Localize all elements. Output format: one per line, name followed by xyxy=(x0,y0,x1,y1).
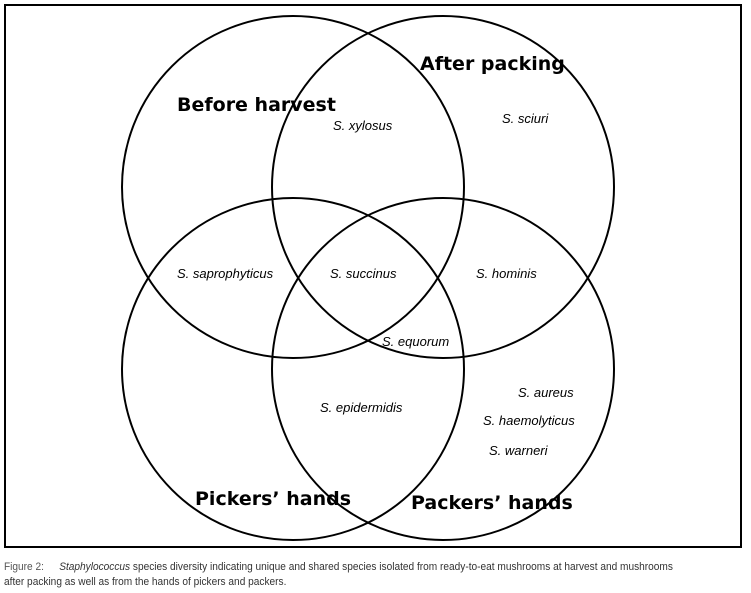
caption-text: species diversity indicating unique and … xyxy=(4,561,673,588)
species-s-equorum: S. equorum xyxy=(382,334,449,349)
species-s-epidermidis: S. epidermidis xyxy=(320,400,403,415)
set-label-before-harvest: Before harvest xyxy=(177,94,336,116)
set-label-packers-hands: Packers’ hands xyxy=(411,492,573,514)
circle-packers-hands xyxy=(271,197,615,541)
set-label-pickers-hands: Pickers’ hands xyxy=(195,488,351,510)
species-s-sciuri: S. sciuri xyxy=(502,111,549,126)
circle-after-packing xyxy=(271,15,615,359)
species-s-aureus: S. aureus xyxy=(518,385,574,400)
figure-frame xyxy=(4,4,742,548)
caption-genus: Staphylococcus xyxy=(59,561,131,573)
caption-label: Figure 2: xyxy=(4,561,44,573)
figure-caption: Figure 2: Staphylococcus species diversit… xyxy=(4,560,685,590)
circle-before-harvest xyxy=(121,15,465,359)
set-label-after-packing: After packing xyxy=(420,53,565,75)
species-s-haemolyticus: S. haemolyticus xyxy=(483,413,575,428)
species-s-hominis: S. hominis xyxy=(476,266,537,281)
circle-pickers-hands xyxy=(121,197,465,541)
species-s-succinus: S. succinus xyxy=(330,266,397,281)
species-s-xylosus: S. xylosus xyxy=(333,118,393,133)
venn-diagram: Before harvest After packing Pickers’ ha… xyxy=(121,15,615,541)
species-s-saprophyticus: S. saprophyticus xyxy=(177,266,274,281)
species-s-warneri: S. warneri xyxy=(489,443,549,458)
